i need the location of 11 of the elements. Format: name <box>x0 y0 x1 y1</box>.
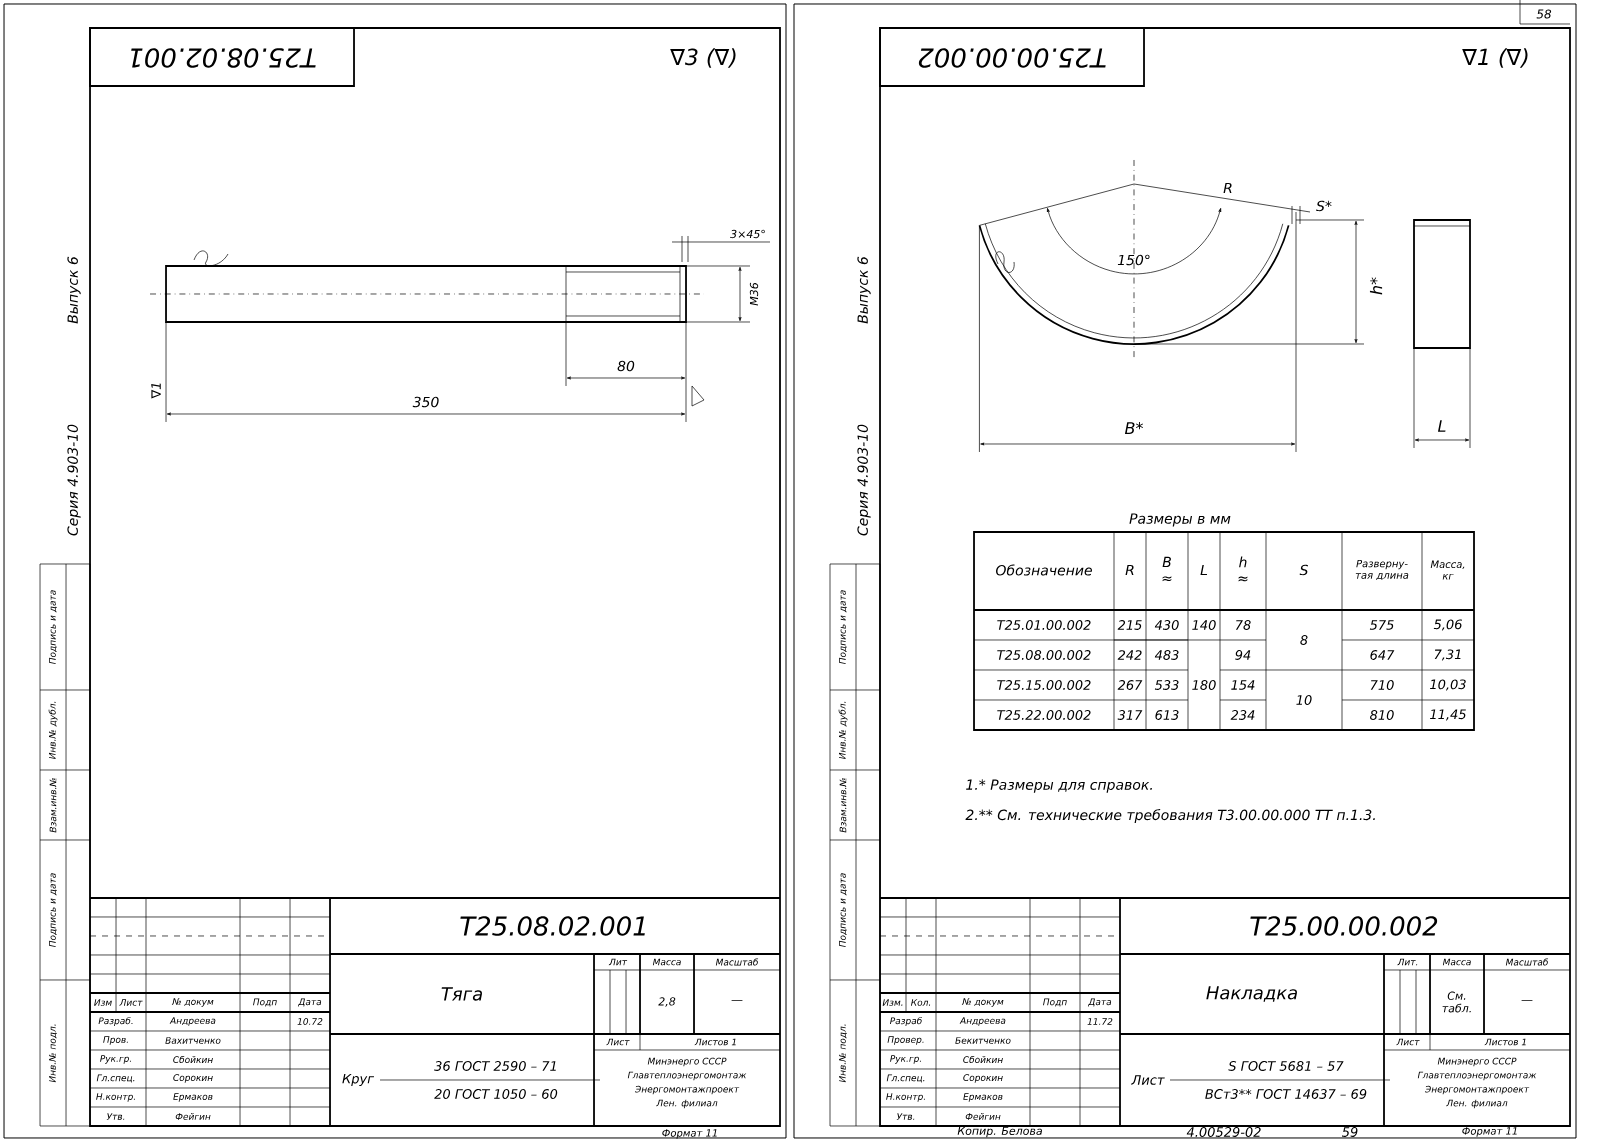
drawing-number: T25.08.02.001 <box>131 48 316 68</box>
roughness-mark: ∇1 (∇) <box>1462 48 1528 68</box>
part-name: Тяга <box>441 987 482 1001</box>
drawing-number: T25.00.00.002 <box>918 48 1106 68</box>
roughness-mark: ∇3 (∇) <box>670 48 736 68</box>
part-name: Накладка <box>1206 986 1297 1002</box>
dimension-text: h* <box>1369 277 1383 295</box>
drawing-number: T25.00.00.002 <box>1250 916 1438 936</box>
dimension-text: L <box>1438 420 1446 432</box>
dimension-text: B* <box>1124 422 1143 434</box>
drawing-number: T25.08.02.001 <box>460 916 645 936</box>
